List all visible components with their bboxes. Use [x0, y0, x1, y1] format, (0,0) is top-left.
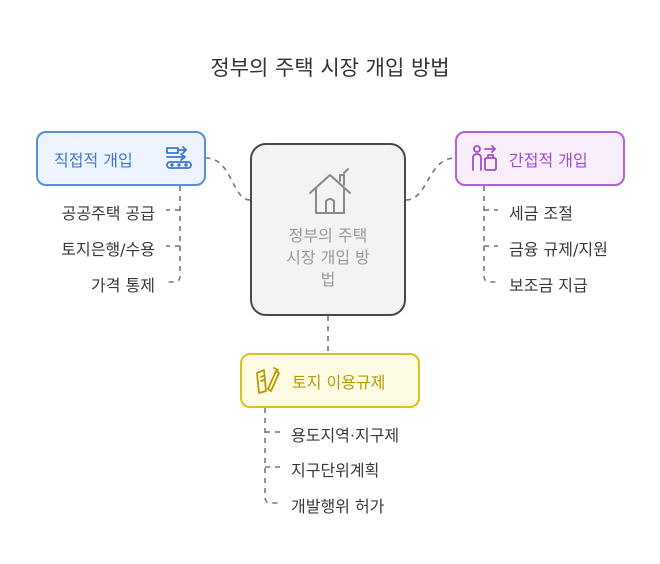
center-node: 정부의 주택 시장 개입 방 법: [250, 143, 406, 316]
land-item-3: 개발행위 허가: [291, 497, 385, 516]
direct-item-3: 가격 통제: [91, 276, 155, 295]
branch-direct: 직접적 개입: [36, 131, 206, 186]
branch-indirect-label: 간접적 개입: [509, 150, 588, 170]
land-item-1: 용도지역·지구제: [291, 426, 400, 445]
indirect-item-1: 세금 조절: [509, 204, 573, 223]
branch-land: 토지 이용규제: [240, 353, 420, 408]
house-icon: [309, 168, 351, 214]
land-item-2: 지구단위계획: [291, 461, 380, 480]
connector-direct: [205, 157, 251, 201]
connector-direct-items: [166, 186, 181, 283]
traveler-luggage-icon: [472, 145, 497, 171]
connector-land-items: [264, 408, 282, 504]
indirect-item-2: 금융 규제/지원: [509, 240, 608, 259]
diagram-title: 정부의 주택 시장 개입 방법: [210, 56, 450, 80]
center-label: 정부의 주택 시장 개입 방 법: [286, 226, 370, 289]
document-pen-icon: [256, 367, 280, 394]
branch-direct-label: 직접적 개입: [54, 150, 133, 170]
branch-indirect: 간접적 개입: [455, 131, 625, 186]
direct-item-1: 공공주택 공급: [61, 204, 155, 223]
direct-item-2: 토지은행/수용: [61, 240, 155, 259]
branch-land-label: 토지 이용규제: [292, 372, 386, 392]
connector-indirect: [405, 157, 456, 201]
connector-indirect-items: [483, 186, 498, 283]
indirect-item-3: 보조금 지급: [509, 276, 588, 295]
conveyor-icon: [166, 146, 192, 169]
